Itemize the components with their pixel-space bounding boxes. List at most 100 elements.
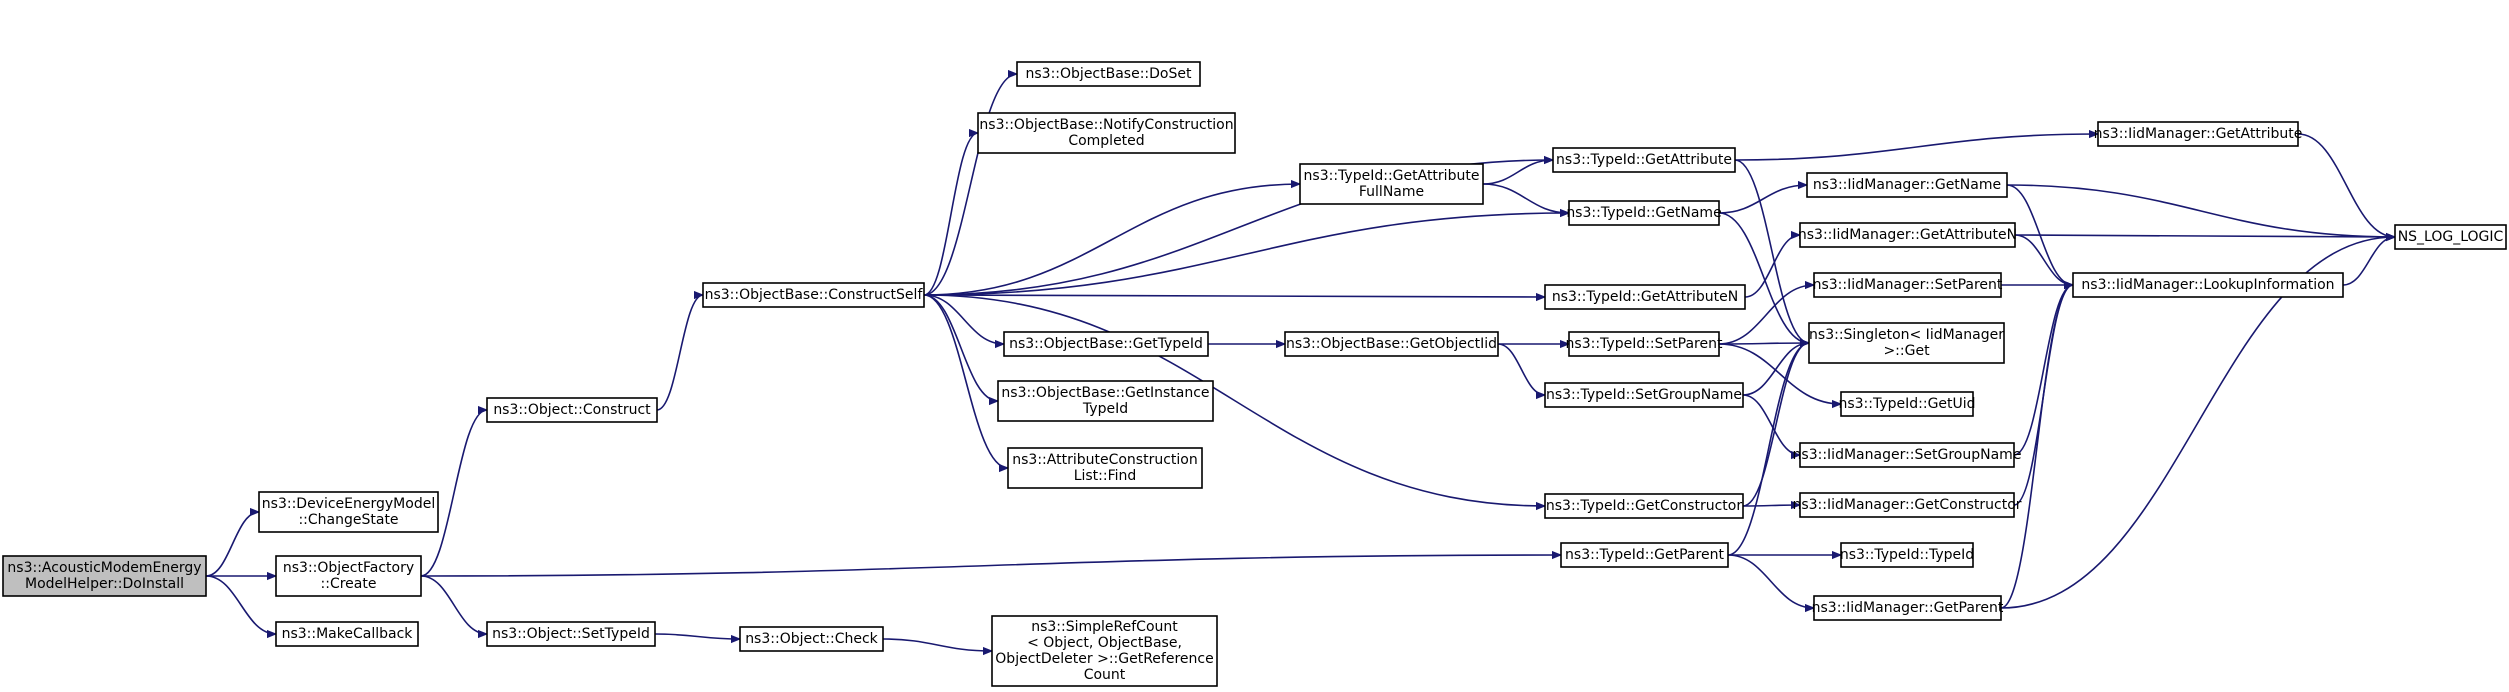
call-edge <box>2014 234 2074 285</box>
call-edge <box>1497 343 1546 395</box>
call-edge <box>2014 235 2395 237</box>
call-edge <box>1718 212 1810 343</box>
call-edge <box>1727 343 1810 556</box>
node-label: ns3::AttributeConstruction <box>1012 452 1197 468</box>
node-label: ns3::ObjectBase::DoSet <box>1026 66 1192 82</box>
node-label: TypeId <box>1082 401 1128 417</box>
function-node[interactable]: ns3::MakeCallback <box>275 621 419 647</box>
function-node[interactable]: ns3::IidManager::GetName <box>1806 172 2008 198</box>
node-label: ns3::ObjectBase::GetObjectIid <box>1286 336 1497 352</box>
call-edge <box>656 295 704 411</box>
function-node[interactable]: ns3::TypeId::GetConstructor <box>1544 493 1744 519</box>
function-node[interactable]: ns3::TypeId::GetName <box>1566 200 1722 226</box>
node-box <box>1299 163 1484 205</box>
node-label: ns3::TypeId::GetParent <box>1565 547 1724 563</box>
function-node[interactable]: ns3::ObjectBase::DoSet <box>1016 61 1201 87</box>
call-edge <box>1718 185 1807 214</box>
call-edge <box>2013 285 2074 456</box>
call-edge <box>923 294 999 401</box>
function-node[interactable]: ns3::AcousticModemEnergyModelHelper::DoI… <box>2 555 207 597</box>
call-edge <box>923 184 1300 296</box>
call-edge <box>654 633 740 639</box>
node-label: ObjectDeleter >::GetReference <box>995 651 1213 667</box>
node-box <box>1568 200 1720 226</box>
function-node[interactable]: ns3::ObjectFactory::Create <box>275 555 422 597</box>
node-label: ns3::IidManager::LookupInformation <box>2081 277 2334 293</box>
function-node[interactable]: ns3::TypeId::TypeId <box>1840 542 1974 568</box>
node-label: ns3::TypeId::GetAttribute <box>1304 168 1480 184</box>
node-box <box>1799 222 2016 248</box>
node-label: ns3::TypeId::GetName <box>1566 205 1721 221</box>
node-box <box>977 112 1236 154</box>
node-label: ns3::DeviceEnergyModel <box>262 496 435 512</box>
function-node[interactable]: ns3::ObjectBase::NotifyConstructionCompl… <box>977 112 1236 154</box>
function-node[interactable]: ns3::IidManager::GetAttribute <box>2094 121 2303 147</box>
call-edge <box>420 555 1561 577</box>
node-label: ns3::IidManager::GetParent <box>1812 600 2004 616</box>
function-node[interactable]: ns3::TypeId::GetAttribute <box>1552 147 1736 173</box>
node-box <box>1016 61 1201 87</box>
function-node[interactable]: ns3::ObjectBase::GetObjectIid <box>1284 331 1499 357</box>
call-edge <box>2000 285 2074 609</box>
node-label: >::Get <box>1883 343 1930 359</box>
call-edge <box>1744 235 1801 298</box>
call-edge <box>1727 554 1814 608</box>
node-label: ns3::IidManager::GetName <box>1813 177 2001 193</box>
function-node[interactable]: ns3::IidManager::GetConstructor <box>1792 492 2022 518</box>
function-node[interactable]: ns3::Object::Construct <box>486 397 658 423</box>
node-label: ns3::IidManager::SetGroupName <box>1793 447 2022 463</box>
call-edge <box>923 213 1569 296</box>
node-box <box>1544 382 1744 408</box>
call-edge <box>205 512 260 577</box>
call-edge <box>1734 134 2098 161</box>
edge-layer <box>205 74 2396 651</box>
function-node[interactable]: ns3::SimpleRefCount< Object, ObjectBase,… <box>991 615 1218 687</box>
node-box <box>1840 542 1974 568</box>
node-box <box>1003 331 1209 357</box>
call-edge <box>923 294 1004 344</box>
function-node[interactable]: ns3::IidManager::SetParent <box>1813 272 2003 298</box>
call-edge <box>1482 160 1553 185</box>
function-node[interactable]: ns3::IidManager::GetAttributeN <box>1798 222 2017 248</box>
function-node[interactable]: ns3::Singleton< IidManager>::Get <box>1808 322 2005 364</box>
function-node[interactable]: NS_LOG_LOGIC <box>2394 224 2507 250</box>
node-label: ns3::ObjectBase::GetInstance <box>1001 385 1209 401</box>
function-node[interactable]: ns3::IidManager::LookupInformation <box>2072 272 2344 298</box>
node-label: ns3::TypeId::TypeId <box>1840 547 1974 563</box>
function-node[interactable]: ns3::Object::Check <box>739 626 884 652</box>
node-label: ns3::ObjectBase::GetTypeId <box>1009 336 1203 352</box>
node-label: ns3::TypeId::GetAttribute <box>1556 152 1732 168</box>
node-label: ModelHelper::DoInstall <box>25 576 184 592</box>
function-node[interactable]: ns3::TypeId::SetGroupName <box>1544 382 1744 408</box>
node-label: ::Create <box>321 576 377 592</box>
node-box <box>275 621 419 647</box>
function-node[interactable]: ns3::TypeId::SetParent <box>1566 331 1723 357</box>
call-edge <box>1718 285 1814 345</box>
node-box <box>1552 147 1736 173</box>
node-box <box>702 282 925 308</box>
function-node[interactable]: ns3::IidManager::GetParent <box>1812 595 2004 621</box>
function-node[interactable]: ns3::TypeId::GetParent <box>1560 542 1729 568</box>
call-edge <box>1734 159 1810 343</box>
function-node[interactable]: ns3::DeviceEnergyModel::ChangeState <box>258 491 439 533</box>
node-label: ns3::IidManager::SetParent <box>1813 277 2003 293</box>
function-node[interactable]: ns3::ObjectBase::GetTypeId <box>1003 331 1209 357</box>
node-box <box>2097 121 2299 147</box>
function-node[interactable]: ns3::ObjectBase::ConstructSelf <box>702 282 925 308</box>
node-box <box>2394 224 2507 250</box>
node-box <box>486 621 656 647</box>
node-label: Count <box>1084 667 1126 683</box>
node-box <box>991 615 1218 687</box>
function-node[interactable]: ns3::Object::SetTypeId <box>486 621 656 647</box>
call-edge <box>1482 183 1569 213</box>
function-node[interactable]: ns3::TypeId::GetAttributeN <box>1544 284 1746 310</box>
node-box <box>1799 442 2015 468</box>
function-node[interactable]: ns3::IidManager::SetGroupName <box>1793 442 2022 468</box>
function-node[interactable]: ns3::TypeId::GetUid <box>1838 391 1976 417</box>
node-label: Completed <box>1068 133 1144 149</box>
call-edge <box>2297 133 2395 237</box>
